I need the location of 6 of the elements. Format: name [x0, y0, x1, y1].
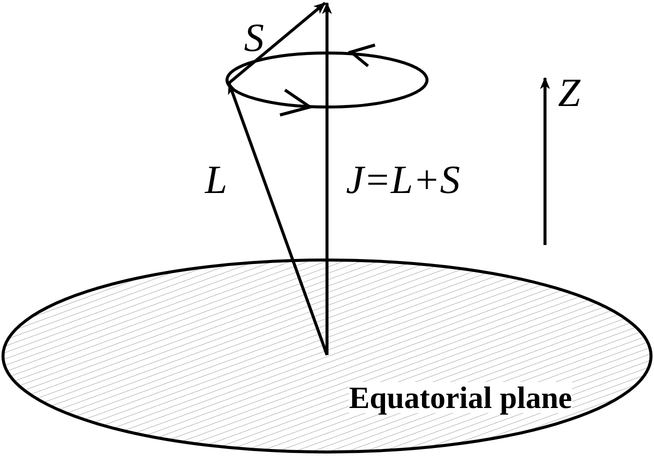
vector-label: J=L+S [346, 160, 460, 200]
vector-label: L [205, 160, 228, 200]
vector-label: S [244, 18, 264, 58]
equatorial-plane [1, 258, 653, 454]
vector-label: Z [558, 73, 580, 113]
plane-label: Equatorial plane [349, 382, 572, 413]
